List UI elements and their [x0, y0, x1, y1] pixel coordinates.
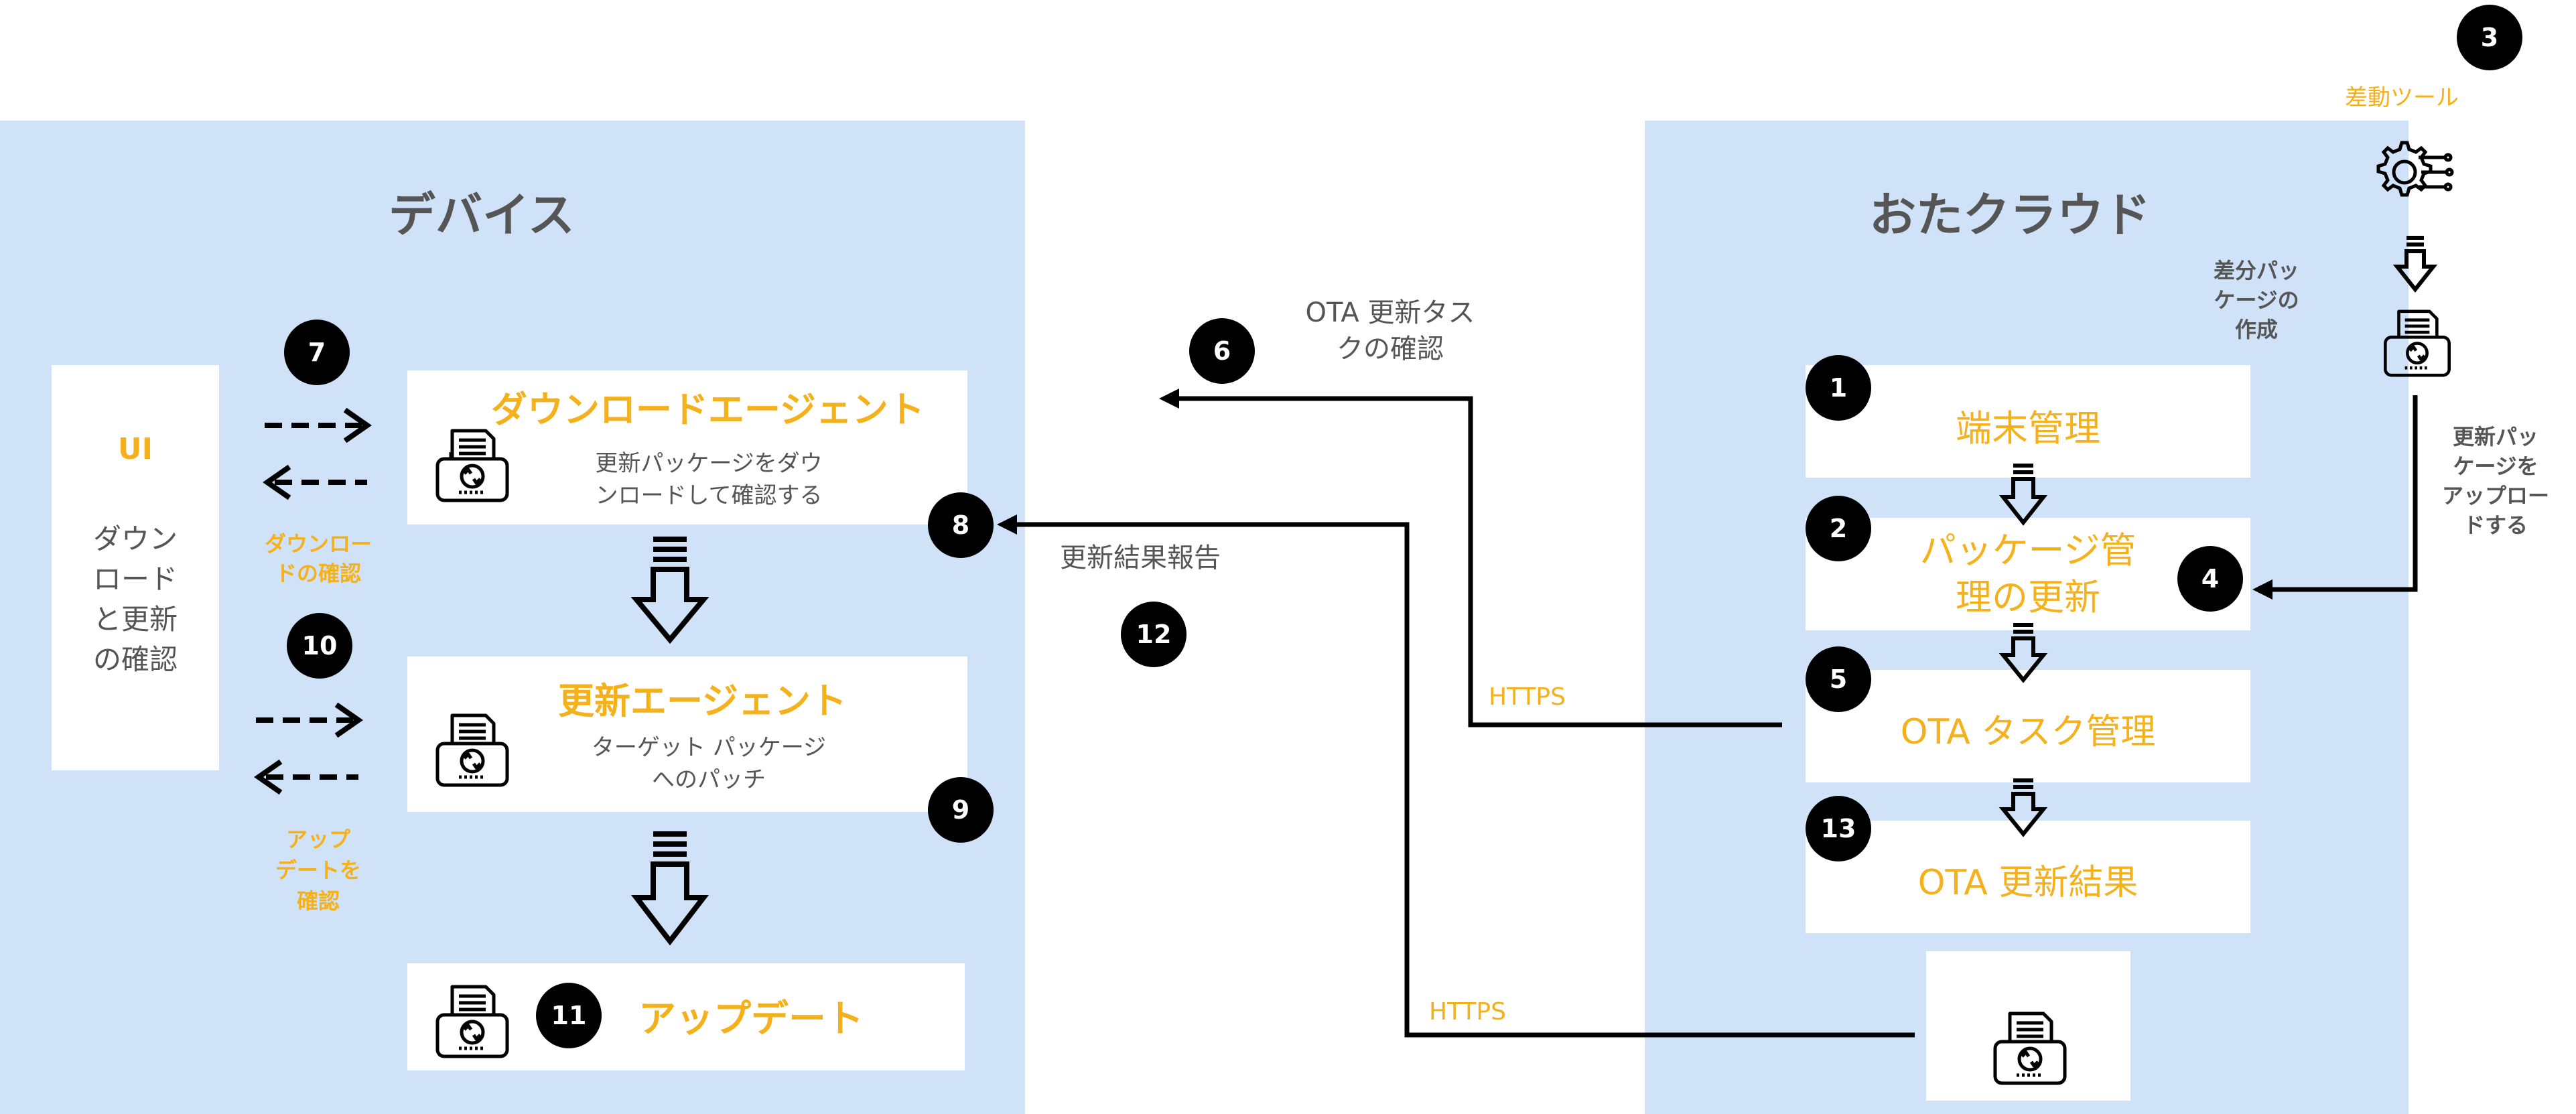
- diff-package-label: 差分パッ ケージの 作成: [2213, 258, 2299, 342]
- terminal-mgmt-label: 端末管理: [1956, 407, 2100, 449]
- package-update-icon: [435, 429, 509, 502]
- package-update-icon: [2384, 309, 2451, 377]
- hollow-down-arrow-icon: [1998, 623, 2048, 683]
- ota-task-check-label: OTA 更新タス クの確認: [1305, 297, 1475, 364]
- ui-box-desc: ダウン ロード と更新 の確認: [92, 523, 178, 676]
- step-badge-3: 3: [2457, 5, 2522, 70]
- https-label-2: HTTPS: [1429, 998, 1506, 1026]
- update-result-report-label: 更新結果報告: [1060, 543, 1221, 573]
- ota-task-check-connector: [1159, 389, 1782, 727]
- update-agent-desc: ターゲット パッケージ へのパッチ: [591, 734, 827, 793]
- ui-box-title: UI: [117, 432, 153, 466]
- ota-update-result-label: OTA 更新結果: [1917, 863, 2139, 903]
- step-badge-12: 12: [1121, 602, 1187, 667]
- hollow-down-arrow-icon: [630, 537, 709, 644]
- download-confirm-label: ダウンロー ドの確認: [264, 531, 372, 586]
- step-badge-13: 13: [1806, 796, 1871, 861]
- package-mgmt-label: パッケージ管 理の更新: [1919, 529, 2137, 618]
- hollow-down-arrow-icon: [630, 831, 709, 946]
- update-result-connector: [997, 514, 1915, 1038]
- step-badge-10: 10: [287, 613, 352, 679]
- hollow-down-arrow-icon: [2392, 236, 2438, 293]
- step-badge-2: 2: [1806, 496, 1871, 561]
- ota-update-result-box: OTA 更新結果: [1806, 821, 2250, 933]
- step-badge-8: 8: [928, 492, 994, 558]
- step-badge-1: 1: [1806, 355, 1871, 421]
- step-badge-6: 6: [1189, 318, 1255, 384]
- package-update-icon: [1993, 1012, 2067, 1085]
- update-agent-title: 更新エージェント: [558, 680, 847, 722]
- hollow-down-arrow-icon: [1998, 778, 2048, 837]
- step-badge-7: 7: [284, 320, 350, 385]
- https-label-1: HTTPS: [1489, 683, 1566, 711]
- terminal-mgmt-box: 端末管理: [1806, 365, 2250, 478]
- cloud-title: おたクラウド: [1869, 188, 2151, 242]
- double-arrow-right-icon: [263, 407, 372, 500]
- diff-tool-label: 差動ツール: [2345, 84, 2459, 111]
- ota-task-mgmt-box: OTA タスク管理: [1806, 670, 2250, 782]
- update-title: アップデート: [638, 997, 864, 1041]
- diff-tool-gear-icon: [2376, 141, 2454, 197]
- update-confirm-label: アップ デートを 確認: [275, 827, 361, 914]
- update-box: アップデート: [407, 963, 965, 1070]
- hollow-down-arrow-icon: [1998, 464, 2048, 526]
- ota-task-mgmt-label: OTA タスク管理: [1900, 712, 2156, 752]
- package-update-icon: [435, 985, 509, 1058]
- package-mgmt-box: パッケージ管 理の更新: [1806, 518, 2250, 630]
- step-badge-11: 11: [536, 983, 602, 1048]
- download-agent-title: ダウンロードエージェント: [491, 389, 925, 431]
- double-arrow-left-icon: [254, 702, 363, 795]
- step-badge-5: 5: [1806, 646, 1871, 712]
- upload-package-label: 更新パッ ケージを アップロー ドする: [2441, 424, 2549, 538]
- step-badge-9: 9: [928, 777, 994, 843]
- package-update-icon: [435, 713, 509, 787]
- download-agent-desc: 更新パッケージをダウ ンロードして確認する: [595, 450, 823, 509]
- ui-box: UI ダウン ロード と更新 の確認: [52, 365, 219, 770]
- upload-connector: [2252, 395, 2418, 600]
- device-title: デバイス: [389, 188, 575, 242]
- step-badge-4: 4: [2177, 546, 2243, 612]
